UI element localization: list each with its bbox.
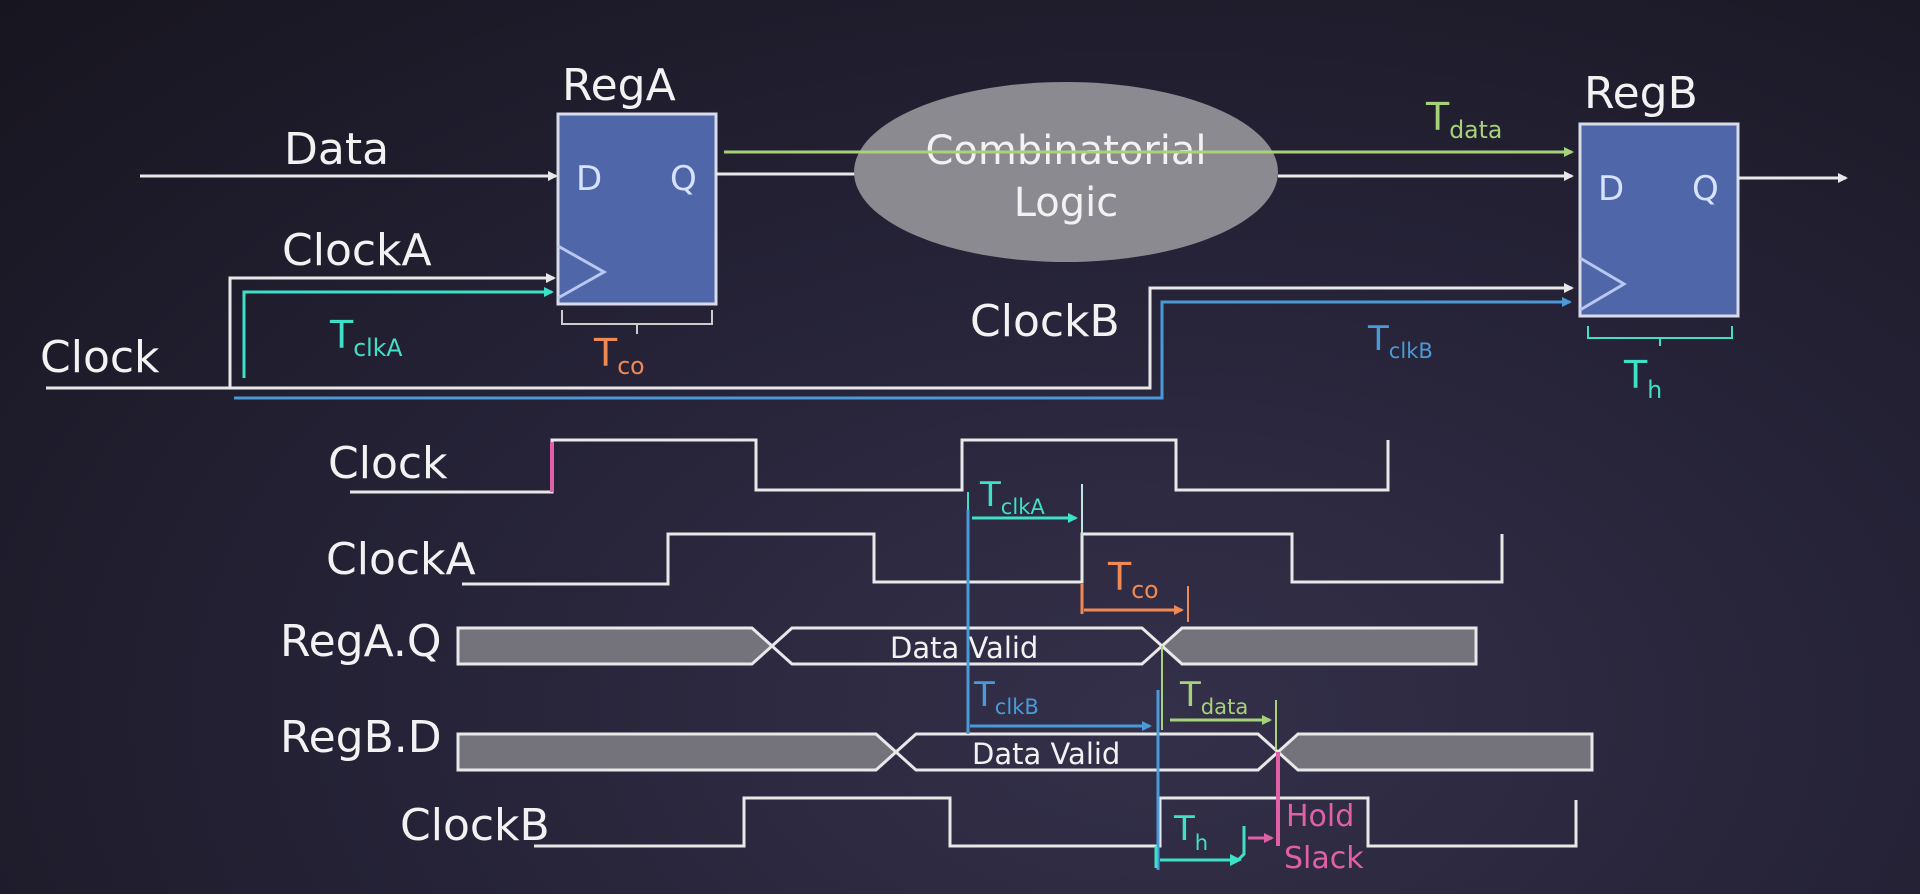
regA-q-invalid-2 [1159, 626, 1478, 666]
tclkB-path [234, 297, 1572, 400]
logic-label-line2: Logic [1014, 180, 1119, 226]
timing-row-label-clockB: ClockB [400, 800, 550, 851]
regB-d-data-valid-label: Data Valid [972, 737, 1120, 771]
tco-timing-label: Tco [1107, 555, 1159, 604]
regB-clock-triangle-icon [1579, 256, 1627, 312]
regB-d-invalid-1 [456, 732, 899, 772]
regA-clock-triangle-icon [557, 244, 608, 300]
timing-row-label-clockA: ClockA [326, 534, 476, 585]
th-annotation: Th [1623, 353, 1662, 404]
th-timing-label: Th [1173, 809, 1208, 855]
waveform-clockB [534, 796, 1578, 848]
tclkA-path [242, 287, 554, 378]
timing-row-label-clock: Clock [328, 438, 448, 489]
tclkB-annotation: TclkB [1367, 319, 1433, 363]
clockA-wire [228, 273, 556, 388]
regA-q-data-valid-label: Data Valid [890, 631, 1038, 665]
timing-waveforms: Clock ClockA RegA.Q RegB.D ClockB Data V… [280, 438, 1594, 876]
regA-d-pin: D [576, 159, 602, 199]
regB-d-invalid-2 [1275, 732, 1594, 772]
tclkB-timing-label: TclkB [973, 675, 1039, 719]
clockB-label: ClockB [970, 296, 1120, 347]
timing-row-label-regA-q: RegA.Q [280, 616, 442, 667]
regB-d-pin: D [1598, 169, 1624, 209]
hold-slack-label-line1: Hold [1286, 799, 1354, 834]
waveform-clockA [462, 532, 1504, 586]
clock-wire [46, 283, 1574, 390]
tclkA-timing-label: TclkA [979, 475, 1045, 519]
timing-row-label-regB-d: RegB.D [280, 712, 442, 763]
th-bracket [1587, 326, 1733, 346]
tclkA-annotation: TclkA [329, 313, 402, 362]
regB-title: RegB [1584, 68, 1698, 119]
tdata-annotation: Tdata [1425, 95, 1502, 144]
regB-block [1578, 122, 1740, 318]
regA-block [556, 112, 718, 306]
schematic: Data Clock ClockA TclkA ClockB TclkB Reg… [40, 60, 1848, 404]
th-arrow-head-icon [1230, 854, 1242, 866]
tco-bracket [561, 310, 713, 334]
tdata-timing-label: Tdata [1179, 675, 1248, 719]
data-label: Data [284, 124, 389, 175]
waveform-clock [350, 438, 1390, 494]
regB-q-pin: Q [1692, 169, 1719, 209]
hold-slack-label-line2: Slack [1284, 841, 1364, 876]
regA-q-invalid-1 [456, 626, 775, 666]
combinatorial-logic-block [854, 82, 1278, 262]
clockA-label: ClockA [282, 225, 432, 276]
regA-title: RegA [562, 60, 676, 111]
regA-q-pin: Q [670, 159, 697, 199]
th-arrow [1160, 826, 1246, 862]
clock-label: Clock [40, 332, 160, 383]
tco-annotation: Tco [593, 331, 645, 380]
